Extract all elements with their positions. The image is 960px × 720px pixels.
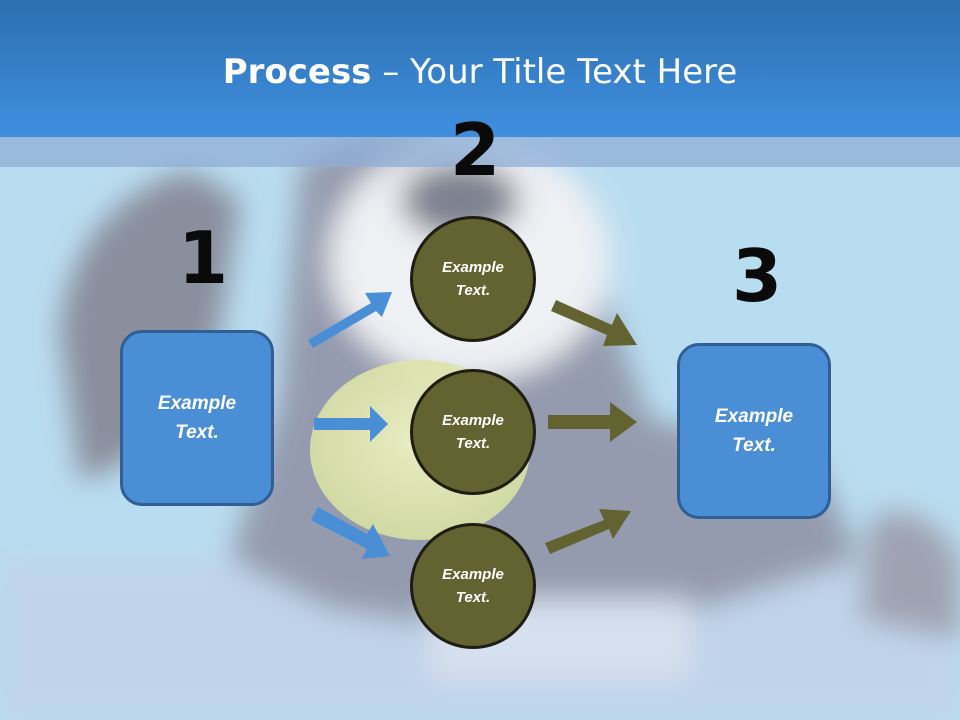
slide-title: Process – Your Title Text Here <box>0 52 960 92</box>
olive-arrow-up <box>545 509 631 554</box>
left-box-text: Example Text. <box>157 393 237 443</box>
circle-middle-text: Example Text. <box>442 412 504 452</box>
step-number-2: 2 <box>450 108 501 192</box>
blue-arrow-down <box>311 507 390 559</box>
process-circle-bottom[interactable]: Example Text. <box>410 523 536 649</box>
right-box-text: Example Text. <box>714 406 794 456</box>
circle-bottom-text: Example Text. <box>442 566 504 606</box>
olive-arrow-down <box>551 300 637 346</box>
circle-top-text: Example Text. <box>442 259 504 299</box>
step-number-3: 3 <box>732 234 783 318</box>
step-number-1: 1 <box>178 216 229 300</box>
blue-arrow-right <box>314 406 388 442</box>
process-circle-middle[interactable]: Example Text. <box>410 369 536 495</box>
olive-arrow-right <box>548 402 637 442</box>
blue-arrow-up <box>308 292 392 348</box>
title-rest: – Your Title Text Here <box>371 52 738 92</box>
right-process-box[interactable]: Example Text. <box>677 343 831 519</box>
header-bar <box>0 0 960 137</box>
process-circle-top[interactable]: Example Text. <box>410 216 536 342</box>
left-process-box[interactable]: Example Text. <box>120 330 274 506</box>
title-bold: Process <box>222 52 372 92</box>
header-strip <box>0 137 960 167</box>
